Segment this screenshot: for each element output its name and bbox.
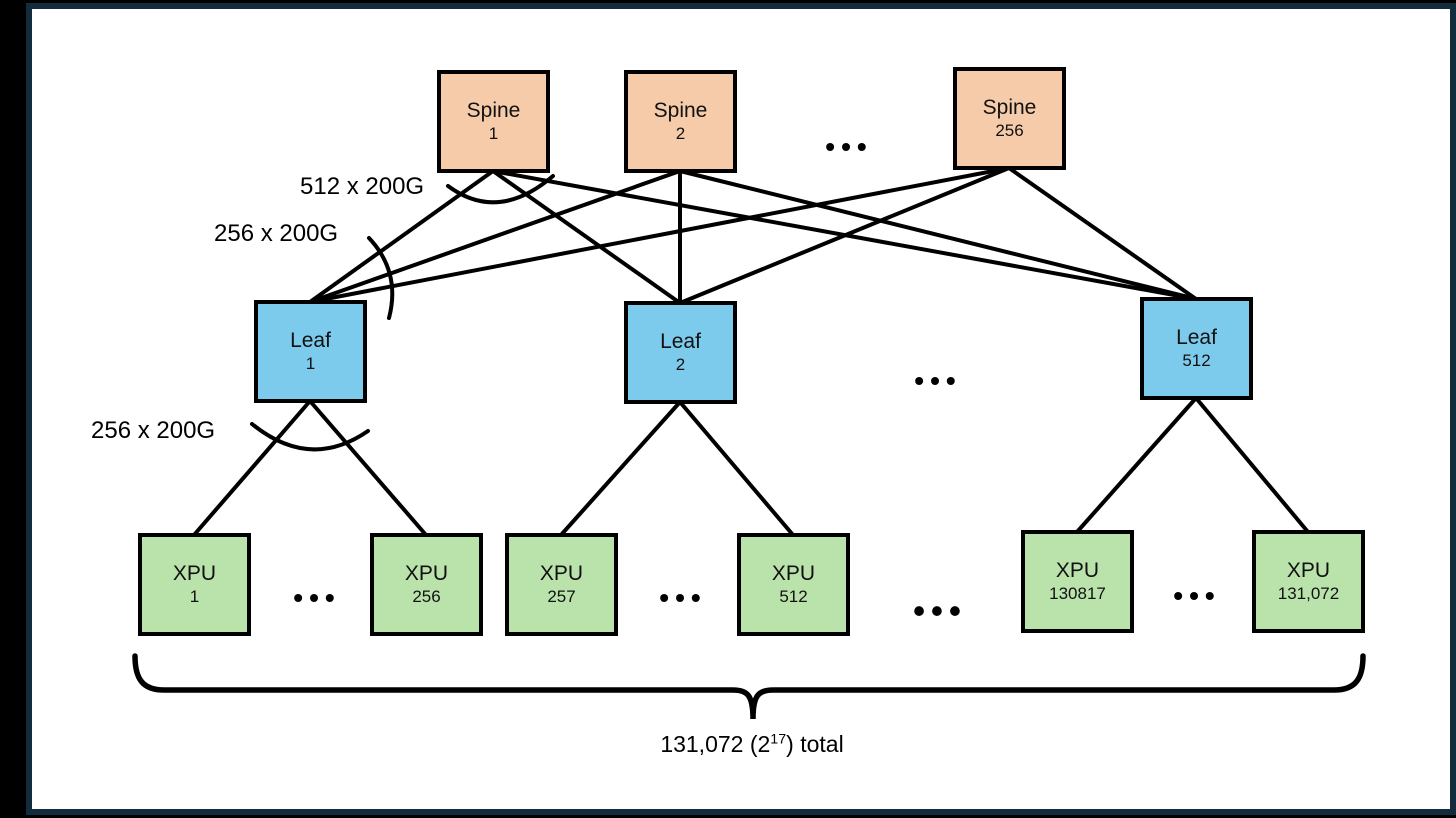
node-id-label: 512 xyxy=(779,587,808,606)
node-id-label: 2 xyxy=(675,124,686,143)
leaf-1-node: Leaf 1 xyxy=(254,300,367,403)
link-leaf2-xpu512 xyxy=(678,400,795,537)
spine-downlinks-label: 512 x 200G xyxy=(300,173,425,200)
node-type-label: Spine xyxy=(982,96,1037,119)
link-spine2-leaf1 xyxy=(308,169,682,304)
link-spine256-leaf512 xyxy=(1007,166,1198,301)
xpu-total-label: 131,072 (217) total xyxy=(660,731,843,758)
node-id-label: 257 xyxy=(547,587,576,606)
node-type-label: XPU xyxy=(539,562,584,585)
link-spine256-leaf1 xyxy=(308,166,1011,304)
xpu-ellipsis-4: ••• xyxy=(1173,580,1221,611)
node-id-label: 256 xyxy=(412,587,441,606)
node-type-label: Spine xyxy=(653,99,708,122)
xpu-1-node: XPU 1 xyxy=(138,533,251,636)
node-type-label: XPU xyxy=(771,562,816,585)
spine-256-node: Spine 256 xyxy=(953,67,1066,170)
node-id-label: 130817 xyxy=(1049,584,1106,603)
leaf-2-node: Leaf 2 xyxy=(624,301,737,404)
link-leaf1-xpu1 xyxy=(192,399,312,537)
node-type-label: XPU xyxy=(1055,559,1100,582)
node-id-label: 512 xyxy=(1182,351,1211,370)
total-exponent: 17 xyxy=(770,731,787,748)
diagram-frame xyxy=(26,3,1456,815)
node-id-label: 131,072 xyxy=(1277,584,1340,603)
link-spine256-leaf2 xyxy=(678,166,1011,305)
link-leaf512-xpu130817 xyxy=(1075,396,1198,534)
link-spine2-leaf512 xyxy=(678,169,1198,301)
leaf-512-node: Leaf 512 xyxy=(1140,297,1253,400)
node-id-label: 1 xyxy=(189,587,200,606)
xpu-131072-node: XPU 131,072 xyxy=(1252,530,1365,633)
spine-row-ellipsis: ••• xyxy=(825,131,873,162)
bundle-arc-leaf1-uplinks xyxy=(367,236,395,320)
xpu-130817-node: XPU 130817 xyxy=(1021,530,1134,633)
xpu-ellipsis-1: ••• xyxy=(293,582,341,613)
leaf-uplinks-label: 256 x 200G xyxy=(214,220,339,247)
node-type-label: XPU xyxy=(1286,559,1331,582)
total-prefix: 131,072 (2 xyxy=(660,731,771,757)
node-id-label: 256 xyxy=(995,121,1024,140)
node-type-label: Leaf xyxy=(290,329,331,352)
total-brace xyxy=(132,653,1366,720)
leaf-downlinks-label: 256 x 200G xyxy=(91,417,216,444)
node-type-label: Spine xyxy=(466,99,521,122)
total-suffix: ) total xyxy=(786,731,844,757)
xpu-512-node: XPU 512 xyxy=(737,533,850,636)
spine-1-node: Spine 1 xyxy=(437,70,550,173)
node-type-label: XPU xyxy=(172,562,217,585)
bundle-arc-spine1-downlinks xyxy=(446,174,555,205)
node-type-label: Leaf xyxy=(1176,326,1217,349)
node-type-label: Leaf xyxy=(660,330,701,353)
link-leaf512-xpu131072 xyxy=(1194,396,1310,534)
node-id-label: 2 xyxy=(675,355,686,374)
xpu-257-node: XPU 257 xyxy=(505,533,618,636)
spine-2-node: Spine 2 xyxy=(624,70,737,173)
node-id-label: 1 xyxy=(305,354,316,373)
xpu-256-node: XPU 256 xyxy=(370,533,483,636)
xpu-ellipsis-3: ••• xyxy=(913,592,967,631)
link-leaf2-xpu257 xyxy=(559,400,682,537)
node-id-label: 1 xyxy=(488,124,499,143)
node-type-label: XPU xyxy=(404,562,449,585)
xpu-ellipsis-2: ••• xyxy=(659,582,707,613)
bundle-arc-leaf1-downlinks xyxy=(250,422,370,452)
leaf-row-ellipsis: ••• xyxy=(914,365,962,396)
link-leaf1-xpu256 xyxy=(308,399,428,537)
